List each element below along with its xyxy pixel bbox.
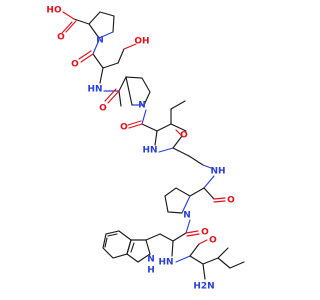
isoleucine-residue-1 <box>127 100 187 146</box>
acid-carbonyl-oxygen: O <box>57 33 65 43</box>
amide-nh-1: HN <box>87 85 102 95</box>
proline-ring-top <box>61 11 115 39</box>
isoleucine-2-carbonyl-oxygen: O <box>209 236 217 246</box>
indole-nitrogen: N <box>147 255 155 265</box>
proline-ring-bottom <box>164 175 226 214</box>
glycine-carbonyl-oxygen: O <box>180 131 188 141</box>
proline-ring-middle <box>103 76 151 107</box>
proline-nitrogen-top: N <box>96 36 104 46</box>
amide-nh-4: HN <box>158 258 173 268</box>
proline-bottom-carbonyl-oxygen: O <box>227 196 235 206</box>
indole-nh-hydrogen: H <box>147 266 155 276</box>
tryptophan-residue <box>145 219 200 257</box>
indole-ring <box>102 230 151 263</box>
serine-hydroxyl-label: OH <box>134 37 149 47</box>
isoleucine-residue-2 <box>175 239 245 280</box>
amide-nh-3: NH <box>210 167 225 177</box>
proline-middle-carbonyl-oxygen: O <box>99 104 107 114</box>
glycine-residue <box>158 129 212 169</box>
terminal-amine-label: H2N <box>193 282 214 292</box>
proline-nitrogen-bottom: N <box>183 211 191 221</box>
carboxylic-acid-label: HO <box>46 6 62 16</box>
proline-nitrogen-middle: N <box>138 101 146 111</box>
serine-carbonyl-oxygen: O <box>71 60 79 70</box>
molecule-diagram: HO O N O OH HN O N O HN <box>46 6 245 292</box>
serine-residue <box>78 39 137 84</box>
tryptophan-carbonyl-oxygen: O <box>201 228 209 238</box>
isoleucine-1-carbonyl-oxygen: O <box>120 123 128 133</box>
amide-nh-2: HN <box>142 146 157 156</box>
structure-svg: HO O N O OH HN O N O HN <box>46 6 245 292</box>
